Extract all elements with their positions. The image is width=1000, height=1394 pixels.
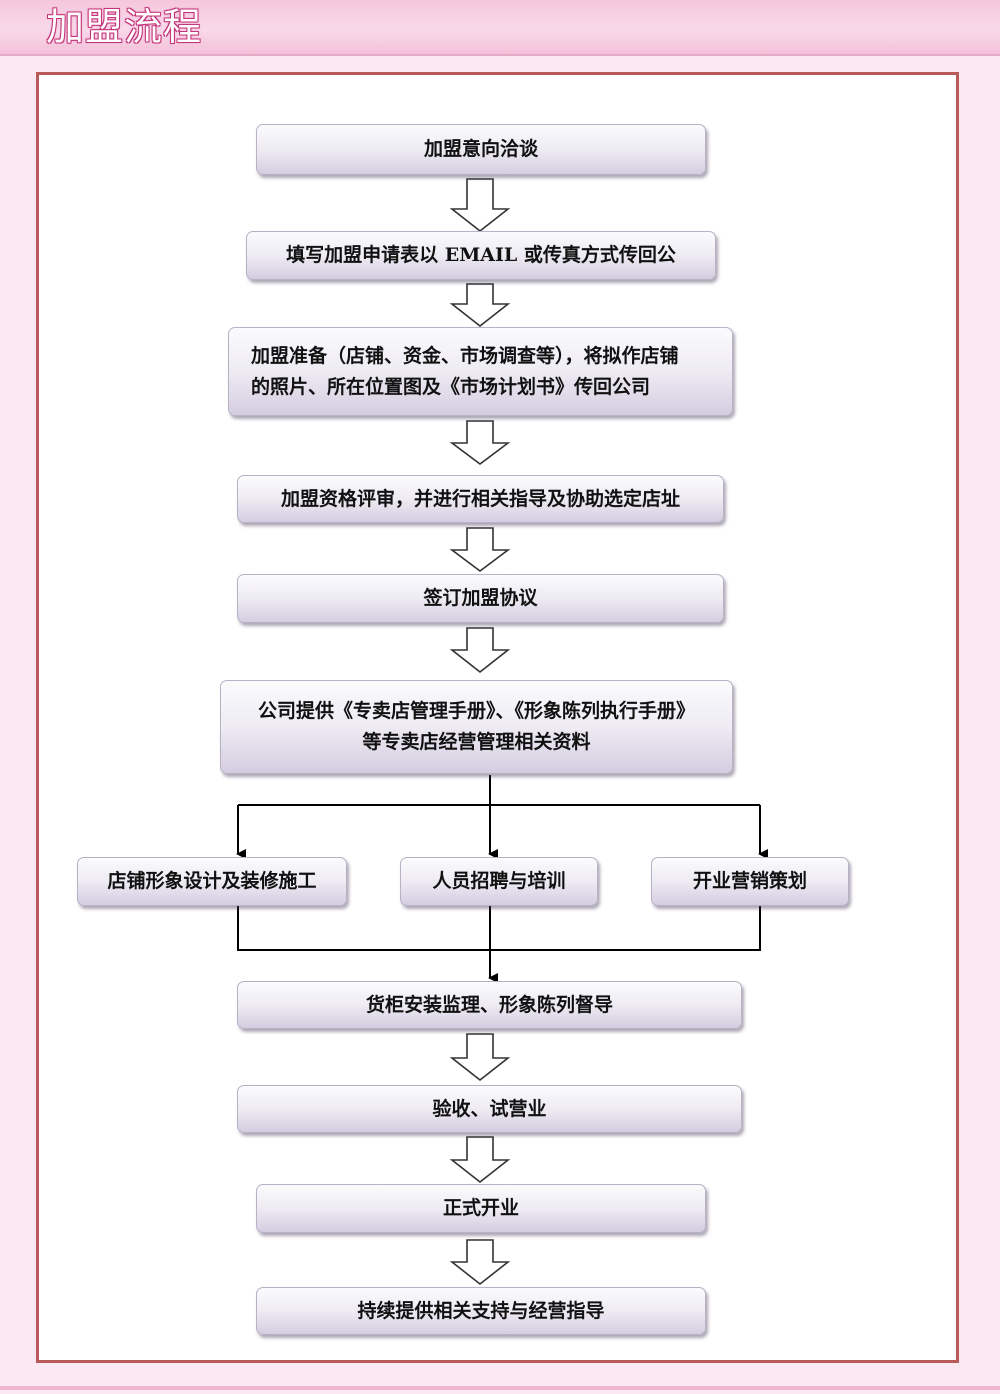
step-application: 填写加盟申请表以 EMAIL 或传真方式传回公 [246,231,716,280]
step-installation-supervision: 货柜安装监理、形象陈列督导 [237,981,742,1029]
hollow-arrow-3 [449,420,511,465]
step-preparation: 加盟准备（店铺、资金、市场调查等），将拟作店铺 的照片、所在位置图及《市场计划书… [228,327,733,416]
bottom-rule [0,1386,1000,1390]
step-qualification-review: 加盟资格评审，并进行相关指导及协助选定店址 [237,475,724,523]
branch-staff-training: 人员招聘与培训 [400,857,598,906]
step-inquiry: 加盟意向洽谈 [256,124,706,175]
step-grand-opening: 正式开业 [256,1184,706,1233]
step-preparation-line2: 的照片、所在位置图及《市场计划书》传回公司 [251,375,651,398]
step-application-label: 填写加盟申请表以 EMAIL 或传真方式传回公 [286,244,676,266]
merge-line [237,906,761,951]
hollow-arrow-2 [449,283,511,328]
step-provide-manuals: 公司提供《专卖店管理手册》、《形象陈列执行手册》 等专卖店经营管理相关资料 [220,680,733,774]
step-ongoing-support-label: 持续提供相关支持与经营指导 [357,1299,605,1322]
hollow-arrow-1 [449,178,511,233]
branch-store-design-label: 店铺形象设计及装修施工 [107,870,317,892]
hollow-arrow-4 [449,527,511,572]
step-trial-operation-label: 验收、试营业 [432,1097,547,1120]
branch-staff-training-label: 人员招聘与培训 [432,870,566,892]
hollow-arrow-7 [449,1136,511,1184]
header-bar: 加盟流程 [0,0,1000,56]
step-preparation-line1: 加盟准备（店铺、资金、市场调查等），将拟作店铺 [251,344,679,367]
branch-store-design: 店铺形象设计及装修施工 [77,857,347,906]
step-qualification-review-label: 加盟资格评审，并进行相关指导及协助选定店址 [280,487,680,510]
step-sign-agreement-label: 签订加盟协议 [423,587,538,609]
hollow-arrow-5 [449,627,511,674]
step-inquiry-label: 加盟意向洽谈 [423,138,538,160]
step-sign-agreement: 签订加盟协议 [237,574,724,623]
hollow-arrow-8 [449,1239,511,1286]
branch-marketing-plan: 开业营销策划 [651,857,849,906]
step-provide-manuals-line2: 等专卖店经营管理相关资料 [362,731,591,753]
step-ongoing-support: 持续提供相关支持与经营指导 [256,1287,706,1335]
step-installation-supervision-label: 货柜安装监理、形象陈列督导 [365,993,613,1016]
branch-marketing-plan-label: 开业营销策划 [692,870,807,892]
step-trial-operation: 验收、试营业 [237,1085,742,1133]
step-provide-manuals-line1: 公司提供《专卖店管理手册》、《形象陈列执行手册》 [257,700,695,722]
hollow-arrow-6 [449,1033,511,1082]
step-grand-opening-label: 正式开业 [442,1197,519,1219]
page-title: 加盟流程 [46,5,203,49]
